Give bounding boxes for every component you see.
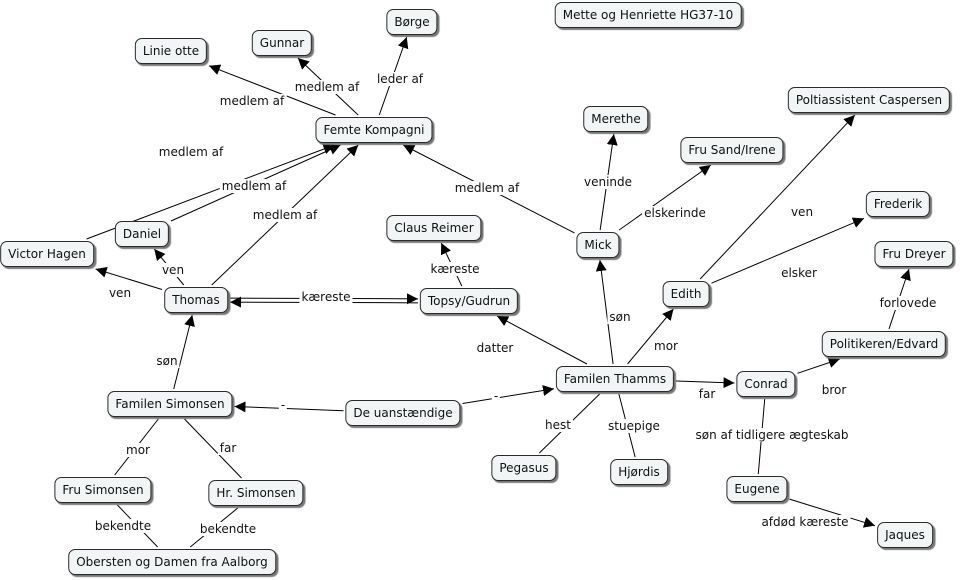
concept-node-frusand[interactable]: Fru Sand/Irene: [680, 137, 784, 163]
concept-node-pegasus[interactable]: Pegasus: [491, 455, 557, 481]
link-uanstaendige-to-simonsen: [234, 401, 344, 413]
link-label-thamms-to-mick: søn: [607, 310, 633, 324]
concept-node-mette[interactable]: Mette og Henriette HG37-10: [554, 2, 742, 28]
link-label-thomas-to-topsy: kæreste: [299, 290, 353, 304]
link-edith-to-poltiassistent: [699, 114, 856, 280]
concept-node-thamms[interactable]: Familen Thamms: [555, 366, 675, 392]
link-thamms-to-edith: [627, 308, 674, 365]
link-simonsen-to-thomas: [173, 314, 195, 390]
link-femte-to-linie: [208, 64, 336, 116]
concept-node-frusimonsen[interactable]: Fru Simonsen: [54, 477, 152, 503]
link-label-uanstaendige-to-simonsen: -: [278, 398, 288, 412]
concept-node-frudreyer[interactable]: Fru Dreyer: [874, 241, 954, 267]
link-label-simonsen-to-hrsimonsen: far: [217, 441, 239, 455]
link-label-mick-to-merethe: veninde: [581, 175, 635, 189]
concept-node-eugene[interactable]: Eugene: [726, 476, 788, 502]
concept-node-claus[interactable]: Claus Reimer: [386, 215, 482, 241]
link-thomas-to-victor: [95, 266, 163, 290]
concept-node-merethe[interactable]: Merethe: [583, 106, 649, 132]
link-label-uanstaendige-to-thamms: -: [491, 389, 501, 403]
concept-node-hrsimonsen[interactable]: Hr. Simonsen: [208, 480, 304, 506]
link-label-thamms-to-hjordis: stuepige: [606, 419, 662, 433]
link-label-simonsen-to-thomas: søn: [154, 354, 180, 368]
link-label-edith-to-poltiassistent: ven: [788, 205, 816, 219]
concept-node-politikeren[interactable]: Politikeren/Edvard: [821, 331, 947, 357]
link-label-simonsen-to-frusimonsen: mor: [124, 443, 152, 457]
link-uanstaendige-to-thamms: [462, 385, 555, 404]
link-thamms-to-topsy: [496, 315, 588, 365]
link-label-frusimonsen-to-obersten: bekendte: [92, 519, 154, 533]
concept-node-victor[interactable]: Victor Hagen: [0, 241, 94, 267]
concept-node-poltiassistent[interactable]: Poltiassistent Caspersen: [787, 87, 951, 113]
concept-node-conrad[interactable]: Conrad: [736, 371, 796, 397]
concept-node-mick[interactable]: Mick: [576, 232, 620, 258]
concept-node-gunnar[interactable]: Gunnar: [251, 30, 313, 56]
concept-node-borge[interactable]: Børge: [386, 9, 438, 35]
concept-node-jaques[interactable]: Jaques: [877, 522, 933, 548]
link-conrad-to-politikeren: [797, 357, 840, 374]
link-label-thamms-to-edith: mor: [652, 339, 680, 353]
link-label-topsy-to-claus: kæreste: [428, 262, 482, 276]
link-thamms-to-mick: [595, 259, 614, 365]
link-label-daniel-to-femte: medlem af: [219, 179, 289, 193]
link-label-femte-to-gunnar: medlem af: [292, 80, 362, 94]
link-label-conrad-to-eugene: søn af tidligere ægteskab: [693, 428, 851, 442]
link-label-femte-to-borge: leder af: [374, 72, 426, 86]
concept-node-femte[interactable]: Femte Kompagni: [315, 117, 433, 143]
link-simonsen-to-hrsimonsen: [184, 418, 242, 479]
link-mick-to-frusand: [618, 164, 712, 231]
concept-node-simonsen[interactable]: Familen Simonsen: [107, 391, 233, 417]
link-thamms-to-conrad: [675, 377, 735, 389]
link-label-hrsimonsen-to-obersten: bekendte: [197, 522, 259, 536]
link-label-thomas-to-femte: medlem af: [250, 208, 320, 222]
link-label-mick-to-frusand: elskerinde: [642, 206, 708, 220]
link-label-edith-to-frederik: elsker: [779, 266, 819, 280]
link-label-femte-to-linie: medlem af: [217, 94, 287, 108]
link-edith-to-frederik: [711, 217, 865, 284]
concept-node-edith[interactable]: Edith: [662, 281, 710, 307]
link-label-politikeren-to-frudreyer: forlovede: [877, 296, 939, 310]
link-label-thomas-to-victor: ven: [106, 286, 134, 300]
concept-node-uanstaendige[interactable]: De uanstændige: [345, 400, 461, 426]
link-label-conrad-to-politikeren: bror: [819, 383, 849, 397]
link-label-thomas-to-daniel: ven: [159, 263, 187, 277]
concept-node-daniel[interactable]: Daniel: [114, 221, 170, 247]
link-label-thamms-to-topsy: datter: [474, 341, 516, 355]
link-label-victor-to-femte: medlem af: [156, 145, 226, 159]
link-label-mick-to-femte: medlem af: [452, 181, 522, 195]
link-label-eugene-to-jaques: afdød kæreste: [759, 515, 851, 529]
concept-node-obersten[interactable]: Obersten og Damen fra Aalborg: [68, 549, 276, 575]
concept-node-thomas[interactable]: Thomas: [164, 287, 228, 313]
link-eugene-to-jaques: [789, 498, 876, 528]
link-label-thamms-to-conrad: far: [696, 387, 718, 401]
link-label-thamms-to-pegasus: hest: [543, 418, 573, 432]
concept-node-topsy[interactable]: Topsy/Gudrun: [419, 288, 519, 314]
concept-node-hjordis[interactable]: Hjørdis: [610, 459, 668, 485]
concept-node-frederik[interactable]: Frederik: [865, 191, 931, 217]
concept-node-linie[interactable]: Linie otte: [134, 38, 208, 64]
